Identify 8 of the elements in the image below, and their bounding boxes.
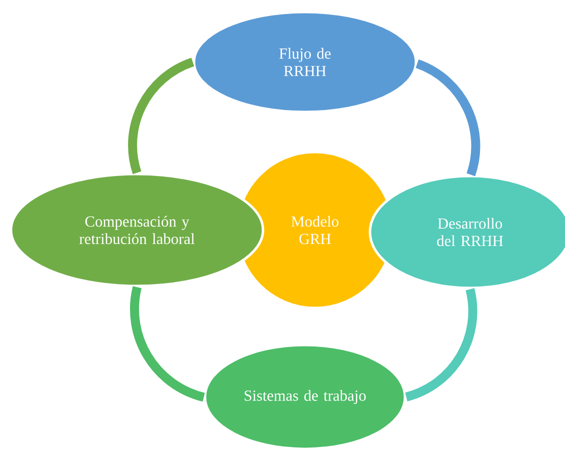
ellipse-node: Desarrollo del RRHH (368, 174, 565, 290)
ring-arc (404, 288, 478, 402)
ellipse-node: Sistemas de trabajo (204, 344, 406, 450)
ring-arc (130, 286, 206, 402)
ellipse-node: Compensación y retribución laboral (10, 172, 264, 288)
ring-arc (415, 60, 480, 176)
ellipse-node: Flujo de RRHH (192, 10, 418, 114)
ring-arc (128, 58, 194, 174)
